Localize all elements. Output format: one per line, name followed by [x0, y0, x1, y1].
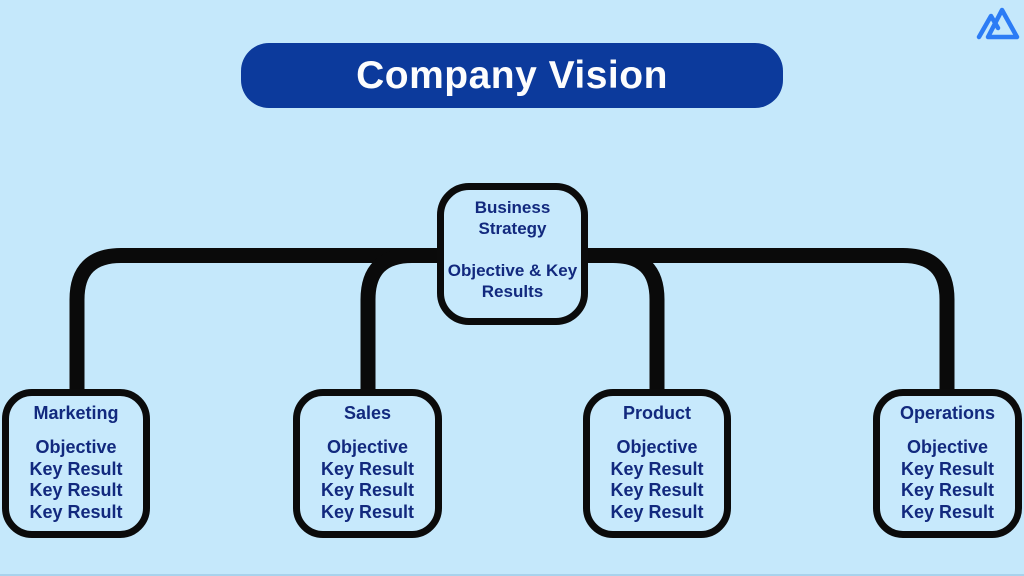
okr-line: Key Result: [900, 458, 995, 479]
okr-line: Key Result: [610, 458, 704, 479]
department-node-sales: Sales Objective Key Result Key Result Ke…: [293, 389, 442, 538]
department-node-product: Product Objective Key Result Key Result …: [583, 389, 731, 538]
okr-line: Key Result: [610, 501, 704, 522]
department-name: Marketing: [33, 403, 119, 423]
okr-line: Key Result: [900, 480, 995, 500]
department-name: Sales: [343, 403, 392, 423]
okr-line: Key Result: [29, 458, 123, 479]
mountain-logo-small-peak: [976, 13, 1001, 40]
department-name: Operations: [899, 403, 996, 423]
okr-line: Objective: [906, 437, 989, 457]
title-banner: Company Vision: [241, 43, 783, 108]
root-node-subtitle: Objective & Key Results: [447, 261, 578, 301]
okr-line: Objective: [35, 437, 117, 457]
department-items: Objective Key Result Key Result Key Resu…: [590, 437, 724, 523]
business-strategy-node: Business Strategy Objective & Key Result…: [437, 183, 588, 325]
okr-line: Key Result: [900, 501, 995, 522]
connector-root-to-operations: [580, 248, 955, 392]
connector-root-to-product: [580, 248, 665, 392]
department-node-operations: Operations Objective Key Result Key Resu…: [873, 389, 1022, 538]
okr-line: Key Result: [29, 501, 123, 522]
mountain-logo-big-peak: [985, 7, 1020, 40]
okr-line: Objective: [326, 437, 409, 457]
okr-line: Key Result: [320, 458, 415, 479]
connector-root-to-sales: [360, 248, 445, 392]
department-items: Objective Key Result Key Result Key Resu…: [9, 437, 143, 523]
mountain-logo-icon: [976, 7, 1020, 40]
page-title: Company Vision: [356, 53, 668, 97]
department-items: Objective Key Result Key Result Key Resu…: [880, 437, 1015, 523]
bottom-edge-line: [0, 574, 1024, 576]
okr-line: Key Result: [610, 480, 704, 500]
root-node-title: Business Strategy: [474, 198, 551, 238]
okr-line: Key Result: [29, 480, 123, 500]
department-items: Objective Key Result Key Result Key Resu…: [300, 437, 435, 523]
okr-line: Objective: [616, 437, 698, 457]
department-name: Product: [622, 403, 691, 423]
okr-line: Key Result: [320, 480, 415, 500]
okr-line: Key Result: [320, 501, 415, 522]
connector-root-to-marketing: [69, 248, 445, 392]
department-node-marketing: Marketing Objective Key Result Key Resul…: [2, 389, 150, 538]
